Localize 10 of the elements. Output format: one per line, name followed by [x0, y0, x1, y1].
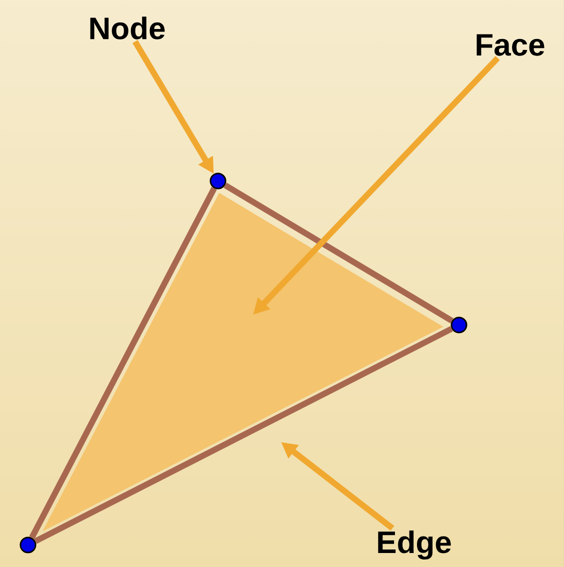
triangle-edge	[29, 186, 217, 540]
triangle-edge	[34, 326, 454, 544]
vertex-dot	[20, 536, 36, 554]
label-text: Edge	[378, 530, 451, 560]
label-text: Node	[90, 16, 165, 40]
vertex-dot	[210, 172, 226, 190]
face-fill	[42, 192, 444, 532]
triangle-edge	[224, 182, 454, 324]
vertex-dot	[450, 316, 468, 334]
label-text: Face	[476, 34, 544, 56]
